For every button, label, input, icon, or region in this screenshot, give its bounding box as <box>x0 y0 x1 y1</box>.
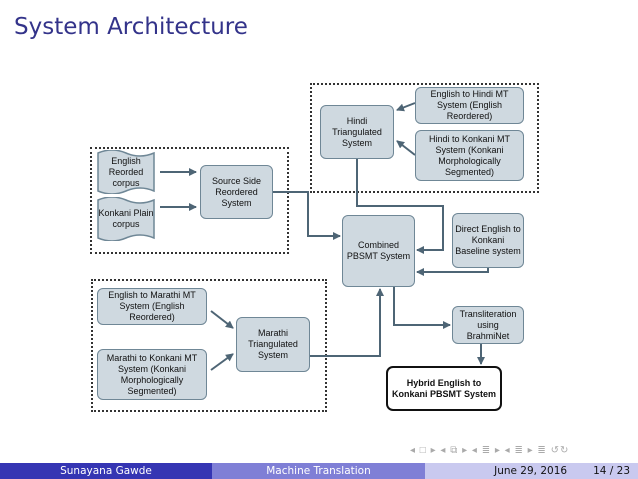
english-corpus-doc: English Reorded corpus <box>97 150 155 194</box>
arrow-enghindi <box>396 102 416 112</box>
eng-hindi-box: English to Hindi MT System (English Reor… <box>415 87 524 124</box>
arrow-markonk <box>210 353 234 371</box>
hindi-konkani-box: Hindi to Konkani MT System (Konkani Morp… <box>415 130 524 181</box>
combined-box: Combined PBSMT System <box>342 215 415 287</box>
hindi-tri-box: Hindi Triangulated System <box>320 105 394 159</box>
arrow-source-combined <box>273 191 341 240</box>
arrow-hindi-combined <box>356 159 444 254</box>
eng-marathi-box: English to Marathi MT System (English Re… <box>97 288 207 325</box>
marathi-konkani-box: Marathi to Konkani MT System (Konkani Mo… <box>97 349 207 400</box>
hindi-group <box>310 83 539 193</box>
arrow-direct-combined <box>416 268 489 276</box>
translit-box: Transliteration using BrahmiNet <box>452 306 524 344</box>
marathi-tri-box: Marathi Triangulated System <box>236 317 310 372</box>
slide-title: System Architecture <box>14 14 248 40</box>
source-side-box: Source Side Reordered System <box>200 165 273 219</box>
konkani-corpus-doc: Konkani Plain corpus <box>97 197 155 241</box>
direct-box: Direct English to Konkani Baseline syste… <box>452 213 524 268</box>
source-group <box>90 147 289 254</box>
hybrid-box: Hybrid English to Konkani PBSMT System <box>386 366 502 411</box>
beamer-nav-symbols[interactable]: ◂ □ ▸ ◂ ⧉ ▸ ◂ ≣ ▸ ◂ ≣ ▸ ≣ ↺↻ <box>410 445 570 456</box>
footer-date: June 29, 2016 <box>494 465 568 477</box>
footer-talk: Machine Translation <box>212 463 425 479</box>
arrow-hindikonk <box>396 140 416 156</box>
arrow-marathi-combined <box>310 288 384 357</box>
footer-author: Sunayana Gawde <box>0 463 212 479</box>
footer-right: June 29, 2016 14 / 23 <box>425 463 638 479</box>
arrow-combined-translit <box>393 287 451 329</box>
footer: Sunayana Gawde Machine Translation June … <box>0 463 638 479</box>
arrow-engmar <box>210 310 234 329</box>
footer-page: 14 / 23 <box>593 465 630 477</box>
marathi-group <box>91 279 327 412</box>
